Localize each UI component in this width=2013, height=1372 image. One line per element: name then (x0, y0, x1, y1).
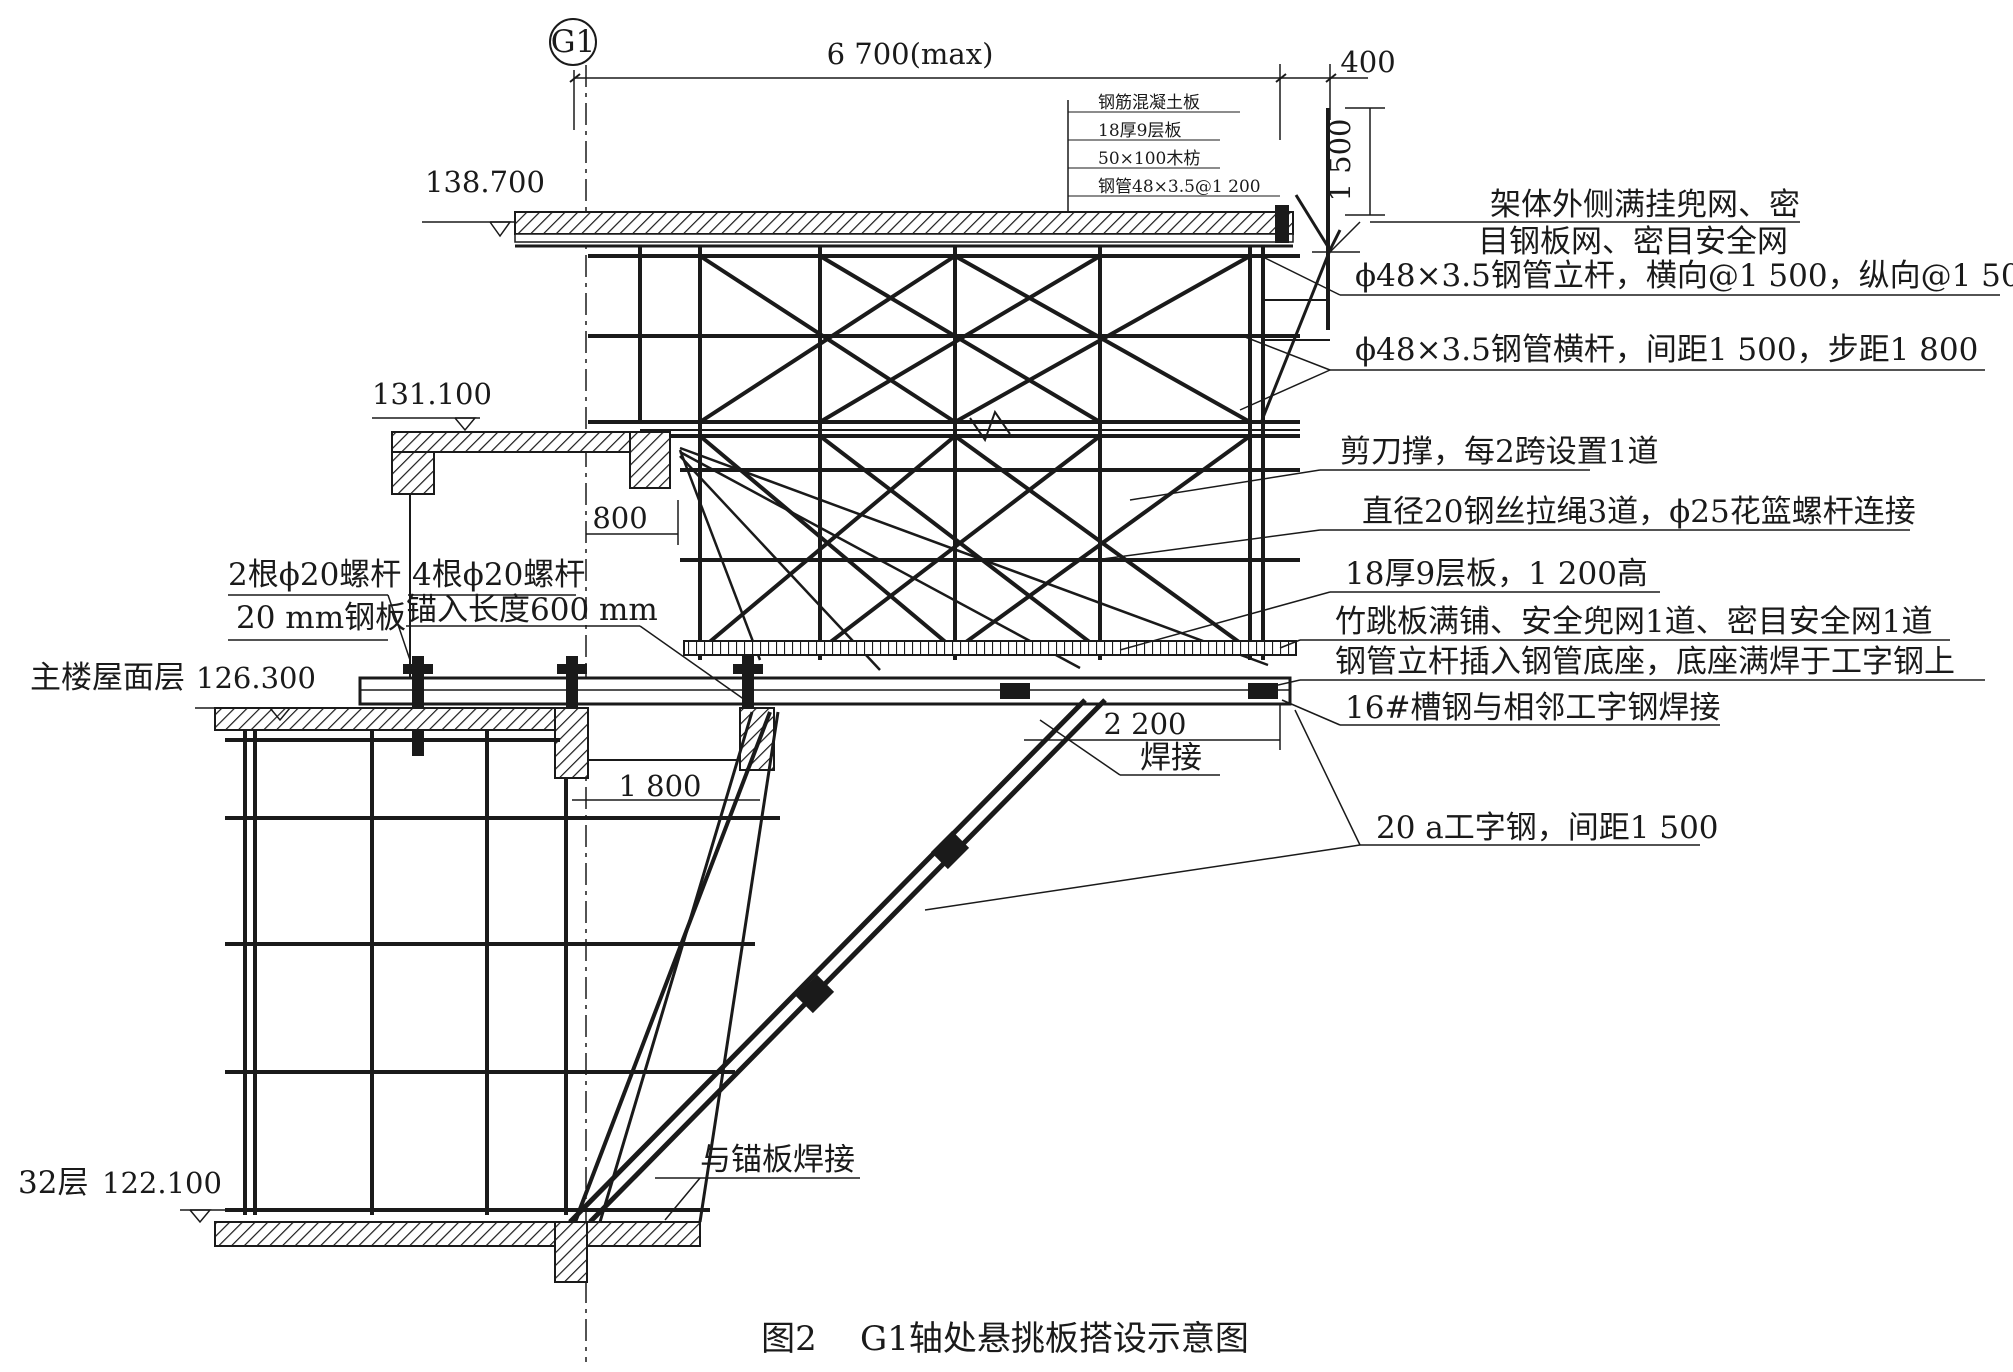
plank-deck (683, 640, 1297, 656)
label-channel: 16#槽钢与相邻工字钢焊接 (1345, 690, 1720, 726)
top-slab: 138.700 (422, 165, 1294, 248)
label-base: 钢管立杆插入钢管底座，底座满焊于工字钢上 (1335, 644, 1955, 680)
top-dimensions: 6 700(max) 400 1 500 (569, 37, 1396, 216)
label-net-1: 架体外侧满挂兜网、密 (1490, 187, 1800, 223)
elev-roof-prefix: 主楼屋面层 (30, 660, 185, 696)
label-anchor: 锚入长度600 mm (406, 592, 658, 628)
slab-layer-1: 钢筋混凝土板 (1098, 93, 1200, 113)
mid-beam: 131.100 (372, 377, 671, 690)
label-bolts2: 2根ϕ20螺杆 (228, 557, 401, 593)
floor32-slab: 32层 122.100 (18, 1165, 701, 1283)
dim-2200-group: 2 200 (1024, 705, 1281, 750)
slab-layer-4: 钢管48×3.5@1 200 (1098, 177, 1261, 197)
dim-1800-group: 1 800 (572, 769, 760, 803)
elev-mid: 131.100 (372, 377, 492, 411)
elev-floor: 122.100 (102, 1166, 222, 1200)
label-weld: 焊接 (1140, 740, 1202, 776)
axis-label: G1 (551, 24, 596, 60)
right-labels: 架体外侧满挂兜网、密 目钢板网、密目安全网 ϕ48×3.5钢管立杆，横向@1 5… (924, 187, 2013, 911)
left-labels: 2根ϕ20螺杆 4根ϕ20螺杆 锚入长度600 mm 20 mm钢板 与锚板焊接… (228, 557, 1220, 1221)
lower-scaffold (225, 730, 780, 1215)
label-planks: 竹跳板满铺、安全兜网1道、密目安全网1道 (1335, 604, 1932, 640)
label-plate: 20 mm钢板 (236, 600, 406, 636)
label-horizontal-pole: ϕ48×3.5钢管横杆，间距1 500，步距1 800 (1355, 332, 1978, 368)
elev-roof: 126.300 (196, 661, 316, 695)
label-plywood: 18厚9层板，1 200高 (1345, 556, 1648, 592)
elev-floor-prefix: 32层 (18, 1165, 88, 1201)
slab-layer-2: 18厚9层板 (1098, 121, 1181, 141)
dim-800: 800 (592, 501, 647, 535)
label-weld-anchor: 与锚板焊接 (700, 1142, 855, 1178)
axis-bubble (549, 18, 597, 66)
wire-ropes (678, 446, 1269, 671)
upper-scaffold (588, 246, 1300, 660)
slab-layer-callout: 钢筋混凝土板 18厚9层板 50×100木枋 钢管48×3.5@1 200 (1067, 93, 1280, 232)
diagonal-struts (568, 698, 1107, 1224)
label-net-2: 目钢板网、密目安全网 (1478, 224, 1788, 260)
label-scissor-brace: 剪刀撑，每2跨设置1道 (1340, 434, 1658, 470)
dim-400: 400 (1340, 45, 1395, 79)
elev-top: 138.700 (425, 165, 545, 199)
figure-caption: 图2 G1轴处悬挑板搭设示意图 (761, 1319, 1249, 1359)
dim-1800: 1 800 (618, 769, 701, 803)
outer-net (1260, 108, 1342, 421)
slab-layer-3: 50×100木枋 (1098, 149, 1200, 169)
label-vertical-pole: ϕ48×3.5钢管立杆，横向@1 500，纵向@1 500 (1355, 258, 2013, 294)
label-wire-rope: 直径20钢丝拉绳3道，ϕ25花篮螺杆连接 (1362, 494, 1916, 530)
dim-span: 6 700(max) (827, 37, 994, 71)
break-symbol (640, 409, 1300, 443)
label-i-beam: 20 a工字钢，间距1 500 (1376, 810, 1719, 846)
dim-2200: 2 200 (1103, 707, 1186, 741)
label-bolts4: 4根ϕ20螺杆 (412, 557, 585, 593)
dim-800-group: 800 (586, 500, 679, 545)
